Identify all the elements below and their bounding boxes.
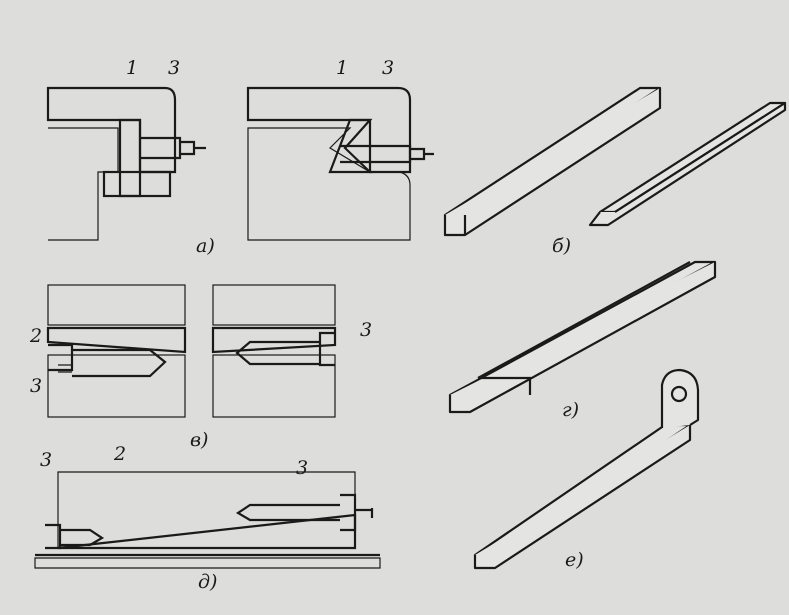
label-d-part-2: 2 <box>113 443 126 465</box>
label-d-part-3-left: 3 <box>40 449 52 471</box>
label-a2-part-3: 3 <box>382 57 394 79</box>
view-a-dovetail-gib <box>246 86 434 241</box>
view-d-wedge-gib <box>34 471 381 569</box>
label-v-part-3-left: 3 <box>30 375 42 397</box>
label-d-part-3-right: 3 <box>296 457 308 479</box>
label-a-part-3: 3 <box>168 57 180 79</box>
view-b-gib-bars <box>443 86 787 237</box>
view-e-gib-with-eye <box>473 368 700 570</box>
caption-e: е) <box>565 549 584 571</box>
view-v-tapered-gib <box>46 284 337 418</box>
caption-b: б) <box>552 235 571 257</box>
view-a-rectangular-gib <box>46 86 206 241</box>
label-v-part-2: 2 <box>29 325 42 347</box>
caption-a: а) <box>196 235 215 257</box>
caption-v: в) <box>190 429 208 451</box>
label-a2-part-1: 1 <box>336 57 348 79</box>
label-a-part-1: 1 <box>126 57 138 79</box>
caption-d: д) <box>198 571 217 593</box>
label-v-part-3-right: 3 <box>360 319 372 341</box>
view-g-stepped-gib <box>448 260 717 414</box>
caption-g: г) <box>562 399 579 421</box>
